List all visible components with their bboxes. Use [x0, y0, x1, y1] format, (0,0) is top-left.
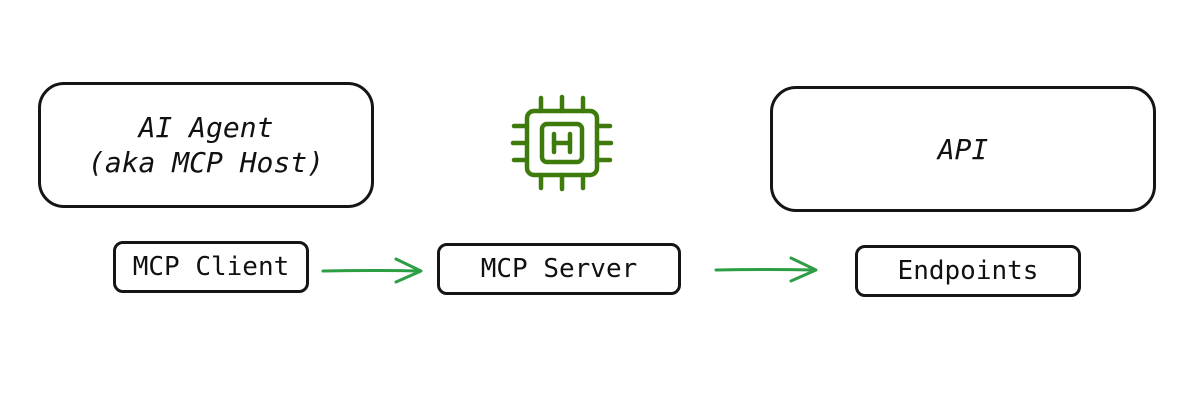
endpoints-label: Endpoints — [897, 256, 1039, 286]
api-label: API — [937, 132, 989, 166]
endpoints-box: Endpoints — [855, 245, 1081, 297]
mcp-server-label: MCP Server — [480, 254, 638, 284]
arrow-client-to-server — [321, 257, 423, 284]
arrow-server-to-endpoints — [714, 256, 818, 283]
mcp-server-box: MCP Server — [437, 243, 681, 295]
ai-agent-subtitle: (aka MCP Host) — [87, 146, 324, 179]
api-box: API — [770, 86, 1156, 212]
ai-agent-title: AI Agent — [138, 111, 274, 144]
chip-icon — [510, 94, 614, 192]
mcp-client-label: MCP Client — [132, 252, 290, 282]
mcp-client-box: MCP Client — [113, 241, 309, 293]
ai-agent-box: AI Agent (aka MCP Host) — [38, 82, 374, 208]
